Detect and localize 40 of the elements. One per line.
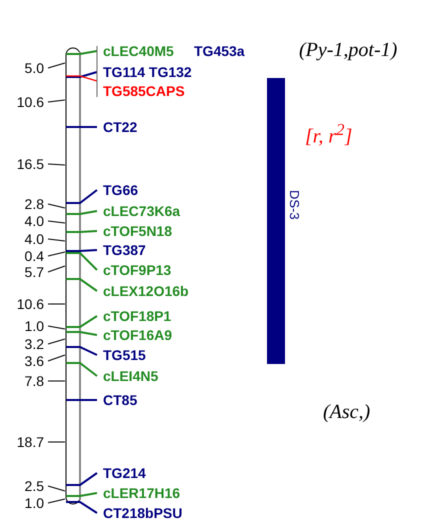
- distance-label: 4.0: [24, 230, 44, 248]
- marker-label: cTOF16A9: [103, 326, 172, 344]
- marker-label: TG66: [103, 181, 138, 199]
- distance-label: 5.7: [24, 263, 44, 281]
- marker-label: cLEI4N5: [103, 367, 158, 385]
- marker-label: CT218bPSU: [103, 504, 182, 522]
- distance-label: 18.7: [16, 433, 44, 451]
- distance-label: 1.0: [24, 494, 44, 512]
- locus-label: (Asc,): [323, 401, 370, 423]
- distance-label: 10.6: [16, 295, 44, 313]
- locus-label: [r, r$^{2}$]: [305, 119, 352, 148]
- distance-label: 0.4: [24, 247, 44, 265]
- marker-label: TG214: [103, 464, 146, 482]
- marker-label: cTOF5N18: [103, 222, 172, 240]
- marker-label: cTOF9P13: [103, 261, 172, 279]
- segment-bar: [267, 78, 285, 364]
- marker-label: cLEC73K6a: [103, 202, 180, 220]
- marker-label: TG114 TG132: [103, 63, 192, 81]
- marker-label: TG585CAPS: [103, 82, 185, 100]
- distance-label: 3.2: [24, 335, 44, 353]
- marker-label: cLEX12O16b: [103, 282, 189, 300]
- distance-label: 2.8: [24, 195, 44, 213]
- marker-label: CT85: [103, 391, 138, 409]
- segment-label: DS-3: [287, 190, 301, 220]
- distance-label: 7.8: [24, 372, 44, 390]
- marker-label: cLER17H16: [103, 484, 180, 502]
- marker-label: TG453a: [194, 42, 245, 60]
- marker-label: cTOF18P1: [103, 307, 172, 325]
- distance-label: 3.6: [24, 352, 44, 370]
- distance-label: 5.0: [24, 59, 44, 77]
- marker-label: CT22: [103, 118, 138, 136]
- distance-label: 10.6: [16, 93, 44, 111]
- marker-label: TG515: [103, 346, 146, 364]
- distance-label: 4.0: [24, 212, 44, 230]
- marker-label: TG387: [103, 241, 146, 259]
- locus-label: (Py-1,pot-1): [299, 39, 398, 61]
- marker-label: cLEC40M5: [103, 42, 174, 60]
- distance-label: 1.0: [24, 317, 44, 335]
- distance-label: 2.5: [24, 477, 44, 495]
- distance-label: 16.5: [16, 155, 44, 173]
